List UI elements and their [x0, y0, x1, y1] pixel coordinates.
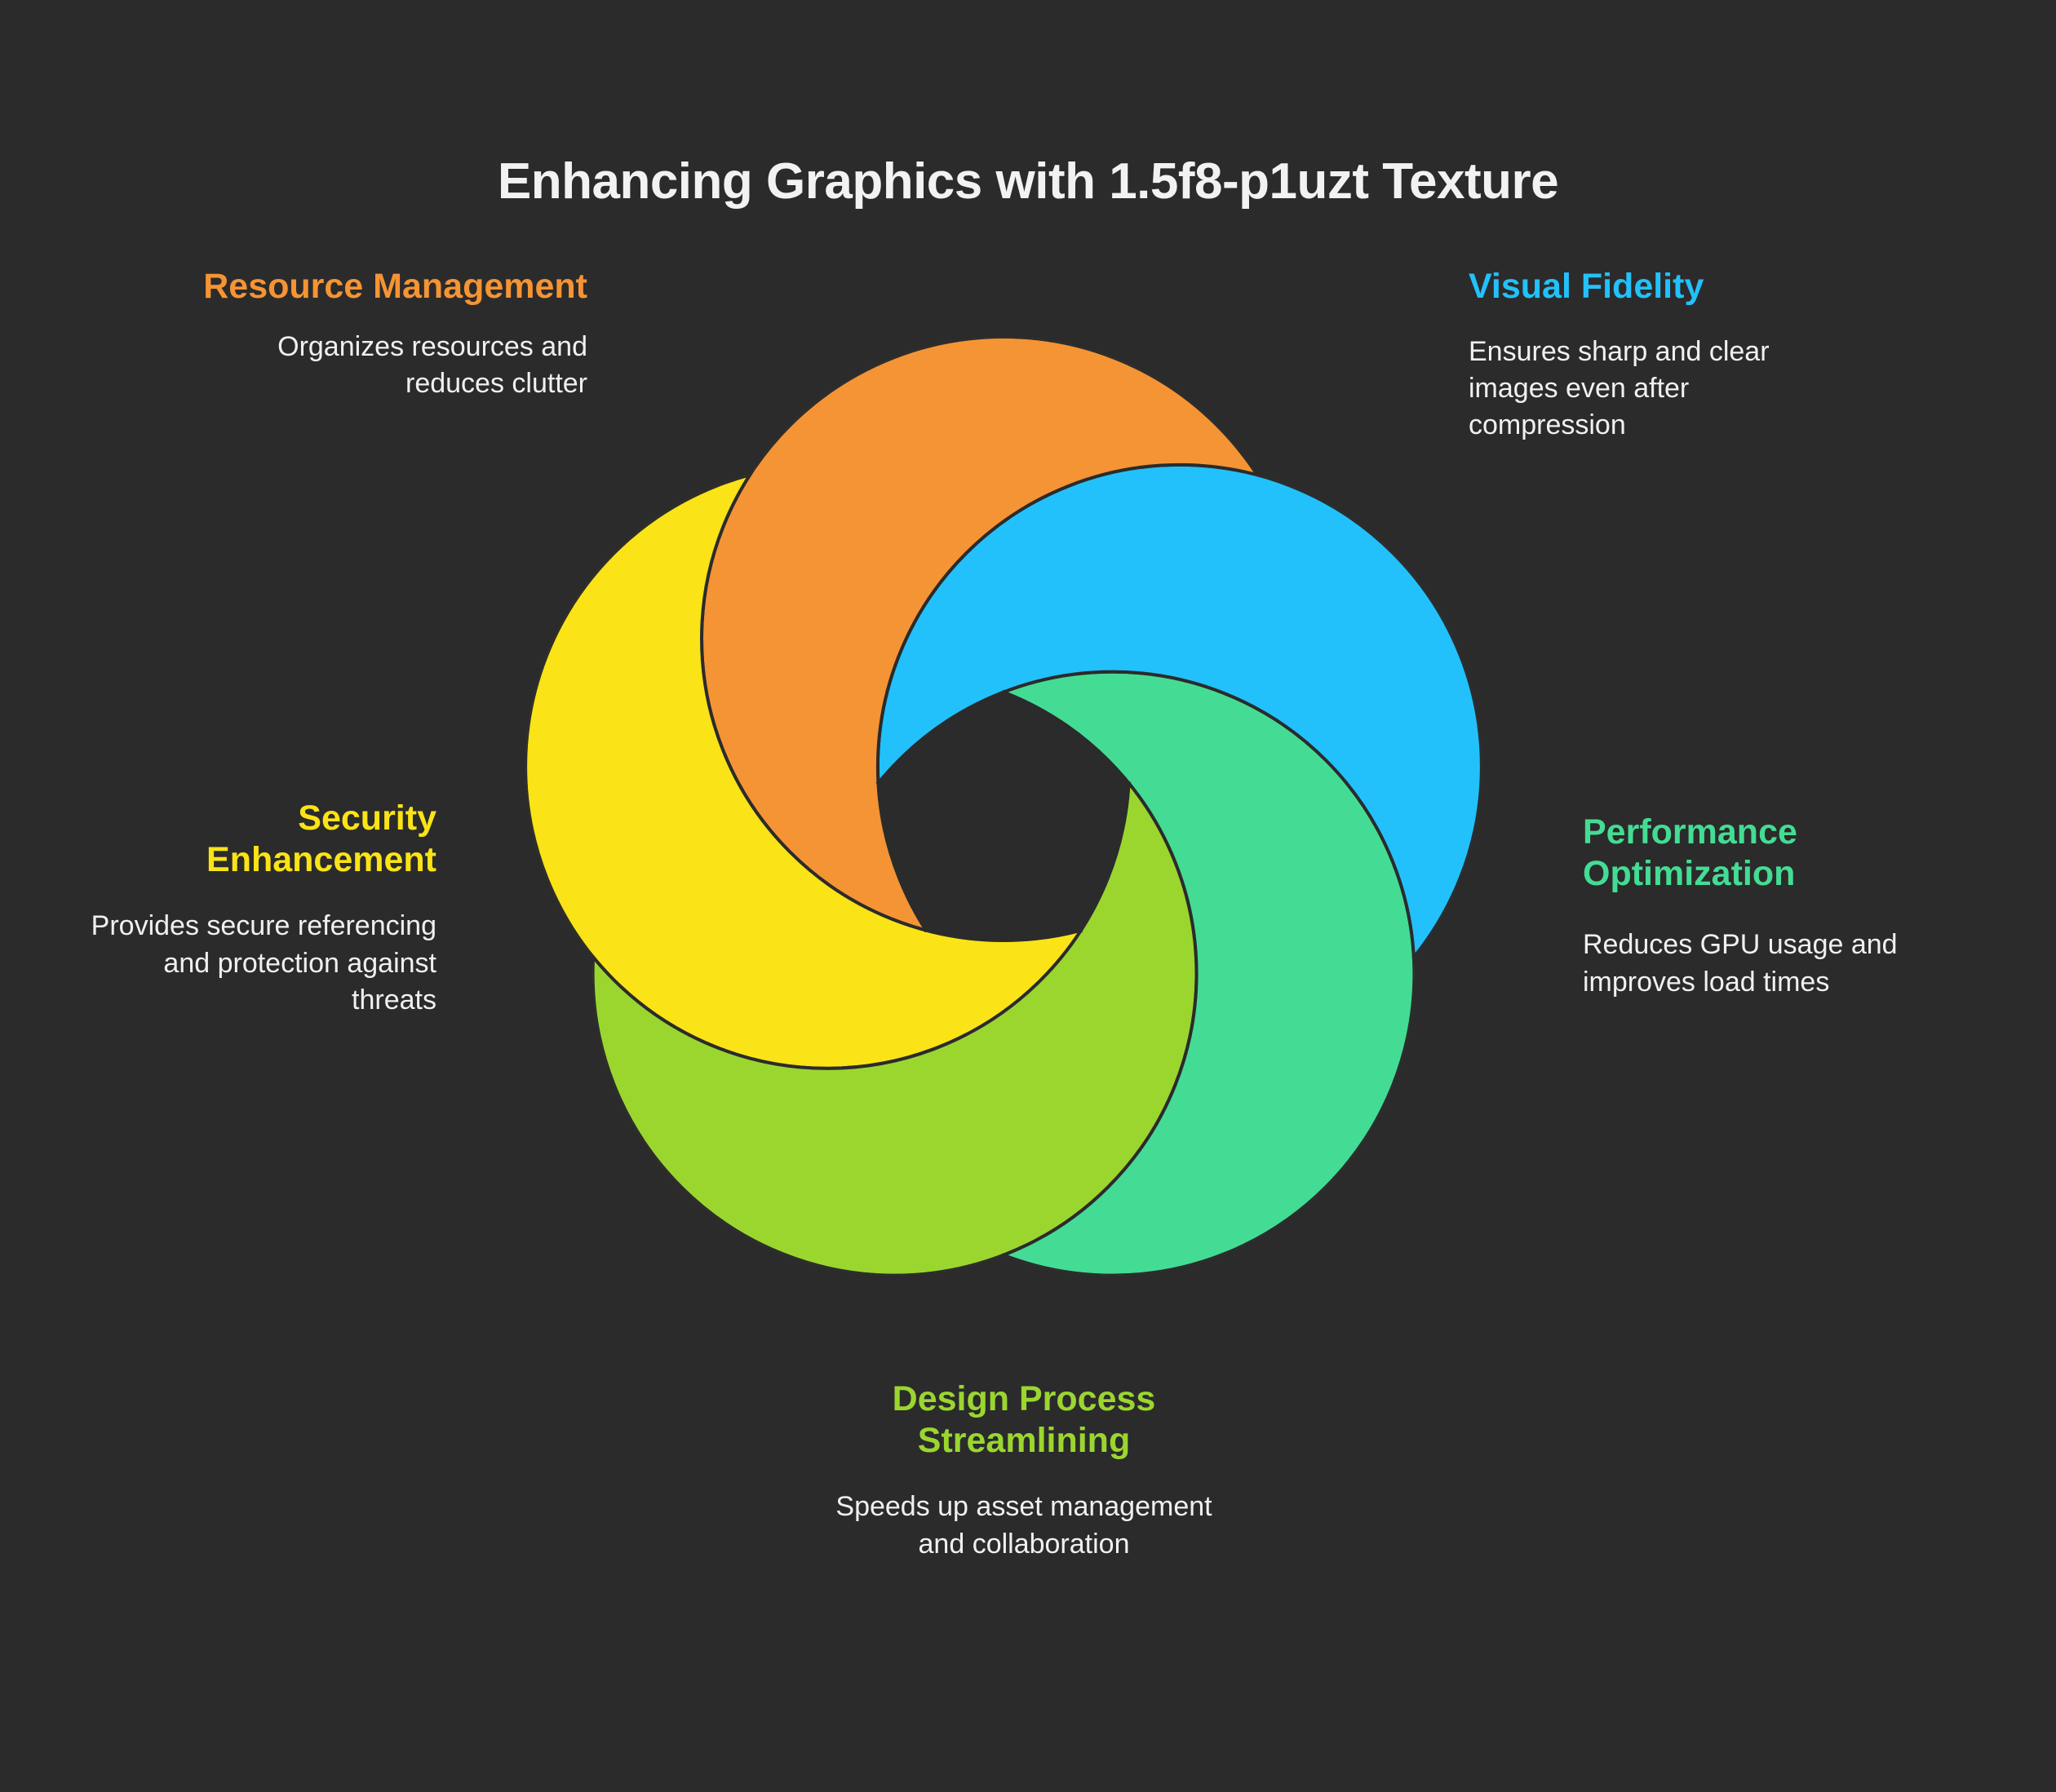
- callout-design-process: Design Process Streamlining Speeds up as…: [824, 1378, 1224, 1563]
- pinwheel-petal-inner-edge-resource-management: [875, 462, 1305, 940]
- callout-description-design-process: Speeds up asset management and collabora…: [835, 1491, 1212, 1560]
- pinwheel-petal-inner-edge-performance-optimization: [810, 671, 1199, 1276]
- callout-title-visual-fidelity: Visual Fidelity: [1469, 267, 1704, 306]
- callout-description-performance-optimization: Reduces GPU usage and improves load time…: [1583, 929, 1898, 998]
- callout-resource-management: Resource Management Organizes resources …: [188, 266, 587, 402]
- callout-description-security-enhancement: Provides secure referencing and protecti…: [91, 910, 436, 1015]
- callout-title-design-process: Design Process Streamlining: [892, 1379, 1156, 1460]
- pinwheel-diagram: [524, 335, 1483, 1277]
- callout-title-performance-optimization: Performance Optimization: [1583, 812, 1797, 893]
- callout-description-visual-fidelity: Ensures sharp and clear images even afte…: [1469, 335, 1770, 441]
- callout-security-enhancement: Security Enhancement Provides secure ref…: [90, 798, 436, 1019]
- callout-performance-optimization: Performance Optimization Reduces GPU usa…: [1583, 812, 1966, 1001]
- pinwheel-center-hole: [875, 689, 1132, 933]
- pinwheel-petal-inner-edge-security-enhancement: [700, 464, 1130, 942]
- callout-title-resource-management: Resource Management: [203, 267, 587, 306]
- callout-description-resource-management: Organizes resources and reduces clutter: [277, 330, 587, 399]
- callout-title-security-enhancement: Security Enhancement: [206, 799, 436, 879]
- page-title: Enhancing Graphics with 1.5f8-p1uzt Text…: [497, 153, 1559, 210]
- pinwheel-petals: [524, 335, 1483, 1277]
- callout-visual-fidelity: Visual Fidelity Ensures sharp and clear …: [1469, 266, 1852, 444]
